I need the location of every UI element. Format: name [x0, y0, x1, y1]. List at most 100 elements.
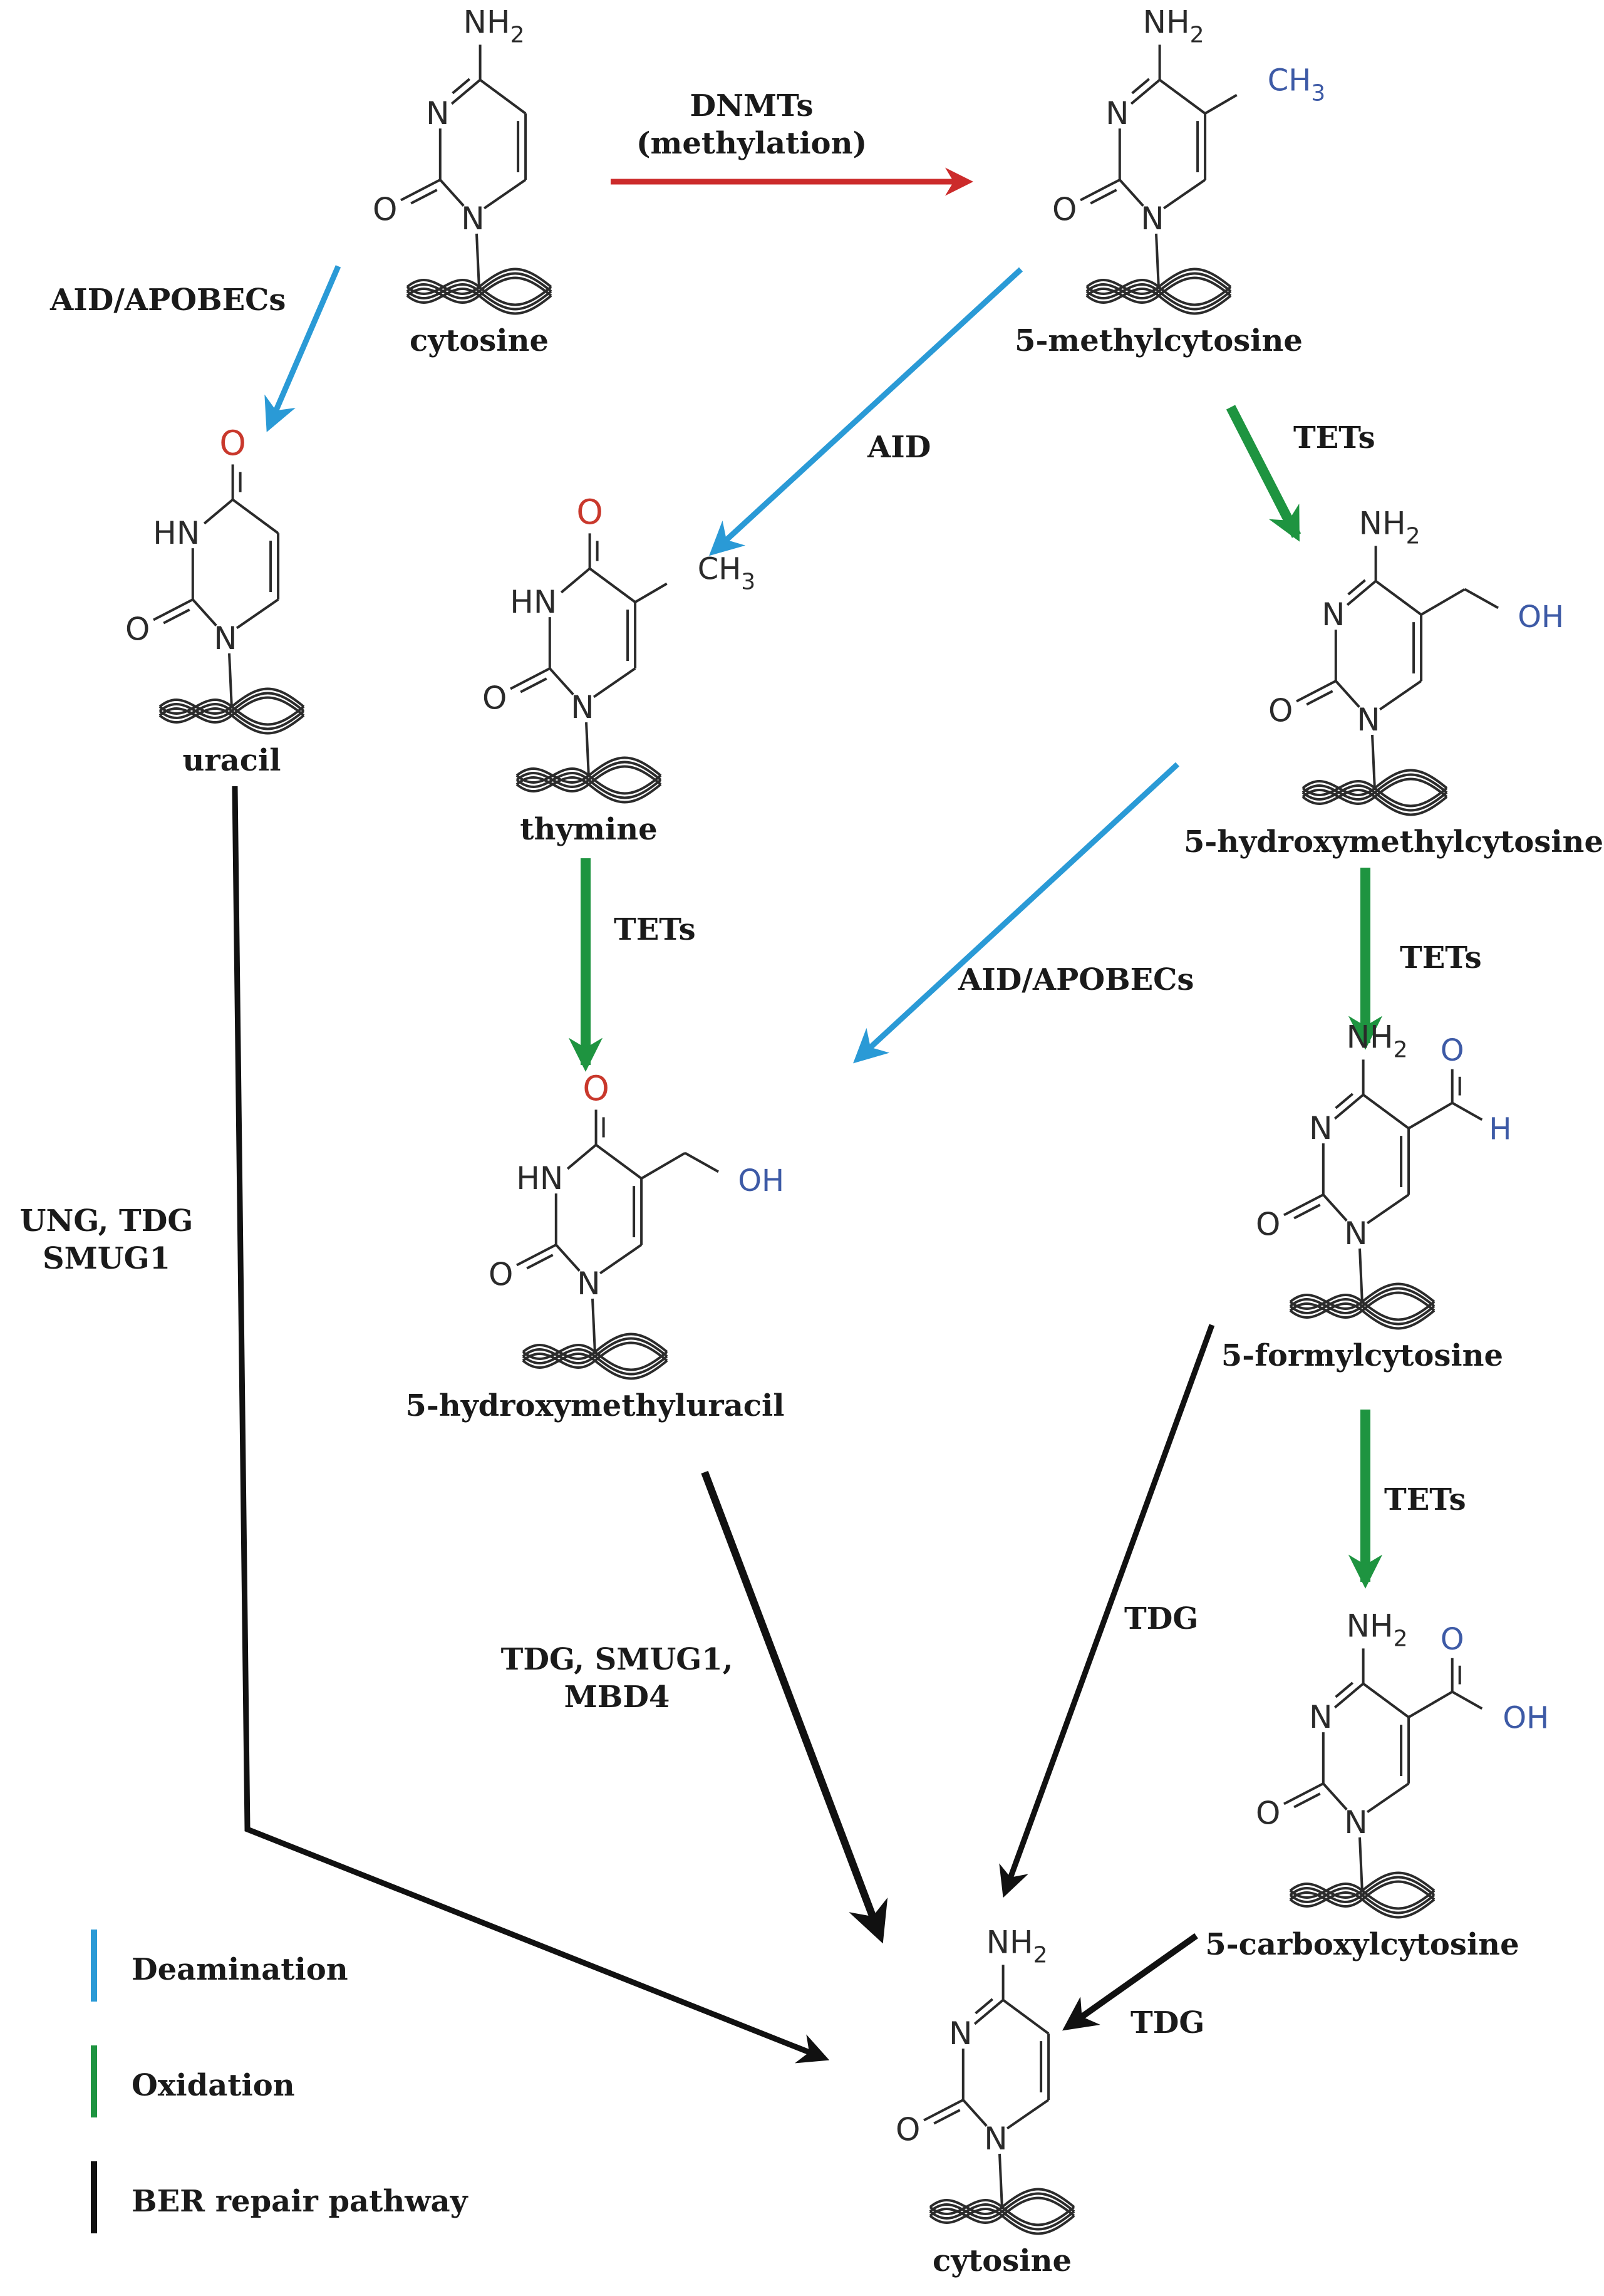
label-aid-apobecs-mid: AID/APOBECs — [958, 962, 1194, 997]
bond — [1322, 1193, 1348, 1222]
atom-nh2: NH2 — [1347, 1019, 1408, 1062]
bond — [510, 667, 551, 690]
bond — [1002, 1998, 1050, 2035]
bond — [1379, 680, 1422, 711]
bond — [1296, 680, 1337, 703]
atom-n3: HN — [153, 515, 200, 551]
atom-nh2: NH2 — [1359, 505, 1420, 549]
molecules: ONNNH2cytosineONNNH2CH35-methylcytosineO… — [125, 4, 1603, 2278]
bond — [235, 598, 279, 630]
dna-helix-icon — [929, 2188, 1075, 2235]
bond — [232, 498, 279, 534]
label-tdg-smug1-mbd4-l2: MBD4 — [564, 1680, 670, 1715]
atom-n3: HN — [510, 584, 557, 620]
bond — [595, 1143, 643, 1180]
bond — [1162, 179, 1206, 210]
atom-n1: N — [461, 200, 484, 237]
bond — [1371, 734, 1376, 791]
atom-oh: OH — [1518, 600, 1564, 635]
atom-o2: O — [373, 192, 397, 228]
atom-n3: HN — [516, 1160, 563, 1197]
reaction-arrows — [232, 167, 1383, 2064]
label-tdg-smug1-mbd4-l1: TDG, SMUG1, — [501, 1642, 733, 1677]
legend: Deamination Oxidation BER repair pathway — [91, 1930, 469, 2233]
molecule-name: 5-carboxylcytosine — [1205, 1927, 1519, 1962]
arrow-deamination-cytosine-uracil — [264, 265, 341, 432]
bond — [1006, 2099, 1050, 2130]
bond — [591, 1298, 596, 1354]
atom-o2: O — [482, 680, 507, 717]
atom-nh2: NH2 — [1143, 4, 1204, 48]
bond — [192, 598, 217, 626]
bond — [452, 78, 470, 95]
bond — [1335, 1681, 1353, 1698]
bond — [1346, 579, 1377, 606]
bond — [1283, 1782, 1324, 1805]
atom-n1: N — [984, 2121, 1007, 2157]
bond — [1333, 1093, 1364, 1120]
atom-nh2: NH2 — [1347, 1608, 1408, 1651]
bond — [526, 1254, 554, 1270]
bond — [1347, 579, 1366, 596]
bond — [1362, 1093, 1410, 1130]
label-ung-tdg: UNG, TDG — [20, 1203, 194, 1239]
atom-n3: N — [949, 2015, 972, 2052]
atom-ch3: CH3 — [1268, 63, 1326, 106]
atom-o2: O — [1256, 1795, 1280, 1832]
bond — [479, 78, 527, 115]
dna-helix-icon — [515, 756, 662, 804]
bond — [1362, 1682, 1410, 1718]
molecule-name: 5-formylcytosine — [1221, 1338, 1503, 1373]
atom-o2: O — [1268, 693, 1293, 729]
atom-n1: N — [571, 689, 594, 725]
atom-n1: N — [577, 1265, 600, 1302]
bond — [560, 567, 591, 594]
bond — [483, 179, 527, 210]
atom-n3: N — [1322, 596, 1345, 633]
bond — [962, 2099, 988, 2127]
atom-n3: N — [426, 95, 449, 132]
molecule-name: 5-methylcytosine — [1015, 323, 1303, 358]
atom-formyl-h: H — [1489, 1111, 1511, 1146]
bond — [549, 667, 574, 695]
label-methylation: (methylation) — [636, 126, 867, 161]
bond — [1333, 1682, 1364, 1709]
legend-label-deamination: Deamination — [132, 1952, 348, 1987]
dna-helix-icon — [1289, 1282, 1436, 1330]
molecule-name: thymine — [520, 812, 657, 847]
atom-n3: N — [1309, 1699, 1332, 1735]
arrow-ber-uracil-cytosine — [232, 786, 830, 2064]
bond — [1335, 680, 1360, 708]
bond — [520, 677, 547, 693]
atom-n3: N — [1309, 1110, 1332, 1146]
dna-helix-icon — [1301, 769, 1448, 816]
bond — [684, 1151, 719, 1173]
arrow-ber-5cac-cytosine — [1062, 1933, 1198, 2031]
bond — [1293, 1792, 1321, 1809]
label-tets-1: TETs — [1293, 420, 1375, 455]
arrow-deamination-5mc-thymine — [709, 267, 1023, 556]
bond — [1408, 1101, 1453, 1130]
arrow-deamination-5hmc-5hmu — [853, 762, 1180, 1064]
bond — [475, 233, 480, 289]
atom-o2: O — [1256, 1207, 1280, 1243]
atom-n3: N — [1105, 95, 1129, 132]
bond — [1080, 179, 1120, 202]
bond — [1408, 1690, 1453, 1718]
reaction-labels: DNMTs (methylation) AID/APOBECs AID TETs… — [20, 88, 1482, 2040]
atom-carboxyl-oh: OH — [1503, 1700, 1549, 1735]
label-smug1-left: SMUG1 — [43, 1241, 170, 1276]
molecule-name: 5-hydroxymethylcytosine — [1184, 824, 1603, 860]
bond — [400, 179, 441, 202]
bond — [566, 1143, 597, 1170]
bond — [592, 667, 636, 699]
dna-helix-icon — [522, 1332, 668, 1380]
atom-o2: O — [125, 611, 150, 648]
atom-n1: N — [1344, 1215, 1367, 1252]
atom-o2: O — [489, 1257, 513, 1293]
bond — [585, 722, 590, 778]
